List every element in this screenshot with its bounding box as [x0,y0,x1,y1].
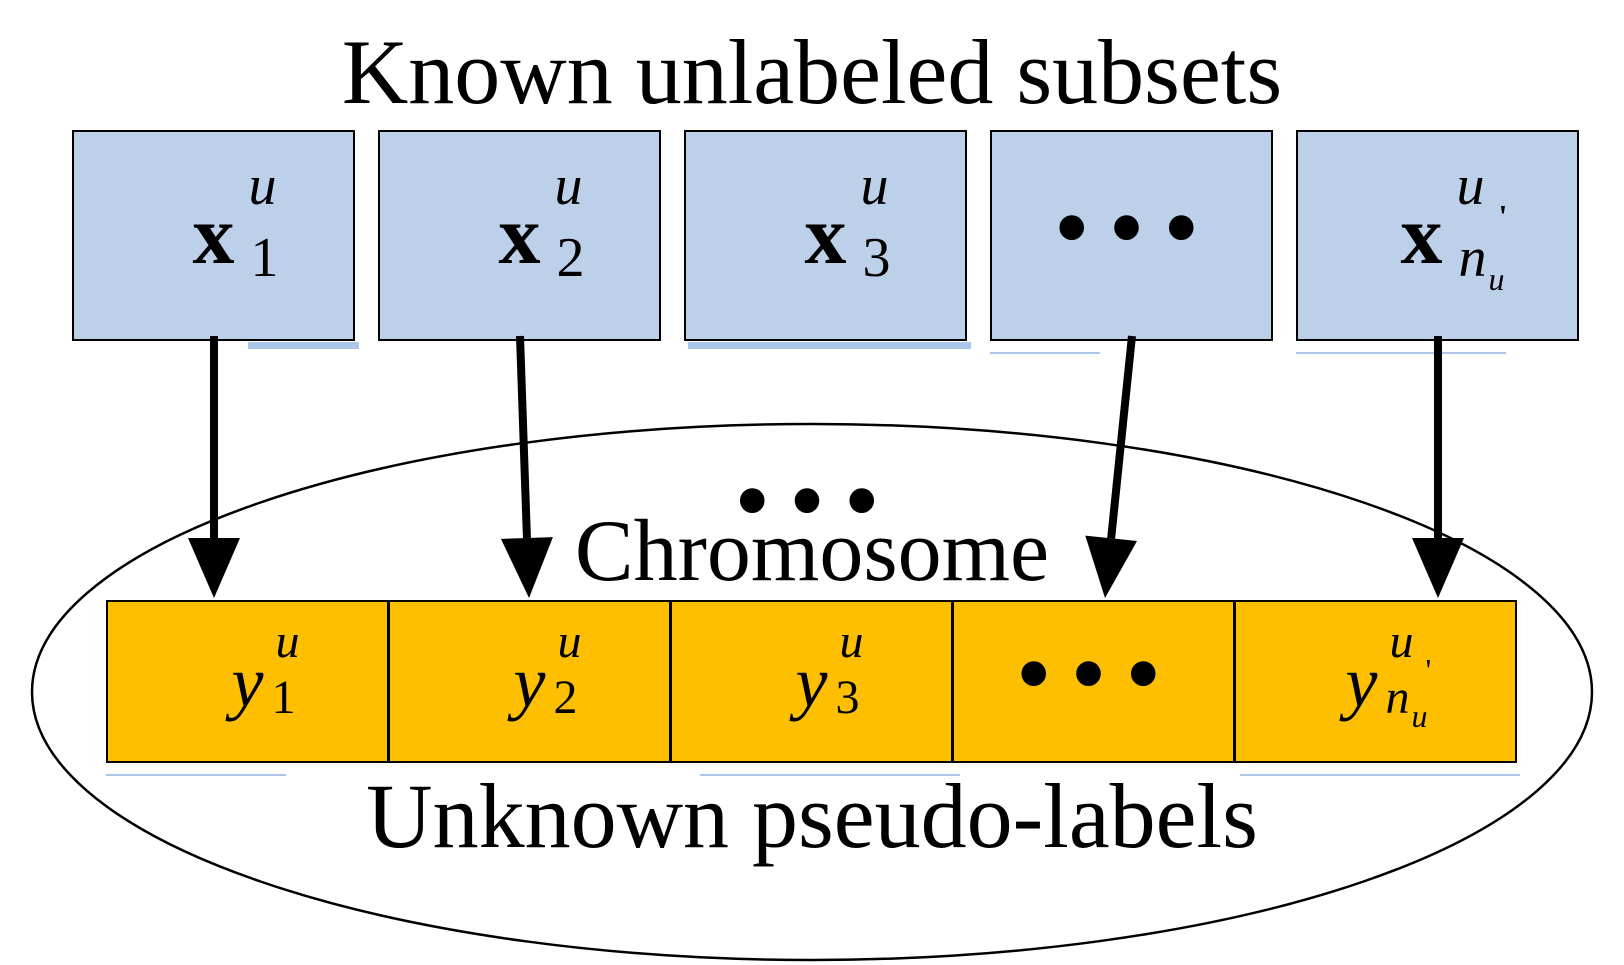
top-title: Known unlabeled subsets [341,21,1283,123]
ellipsis-dots: ••• [1011,634,1176,717]
box-shadow [990,352,1100,354]
subset-box-ellipsis: ••• [990,130,1273,341]
box-shadow [1296,352,1506,354]
bottom-title: Unknown pseudo-labels [366,765,1258,867]
box-shadow [106,774,286,776]
label-cell-ellipsis: ••• [952,600,1235,763]
box-shadow [1240,774,1520,776]
chromosome-label: Chromosome [574,503,1050,600]
ellipsis-dots: ••• [1049,188,1214,271]
box-shadow [700,774,960,776]
middle-ellipsis: ••• [729,462,895,544]
chromosome-ellipse [30,422,1594,962]
box-shadow [248,342,359,349]
box-shadow [688,342,971,349]
